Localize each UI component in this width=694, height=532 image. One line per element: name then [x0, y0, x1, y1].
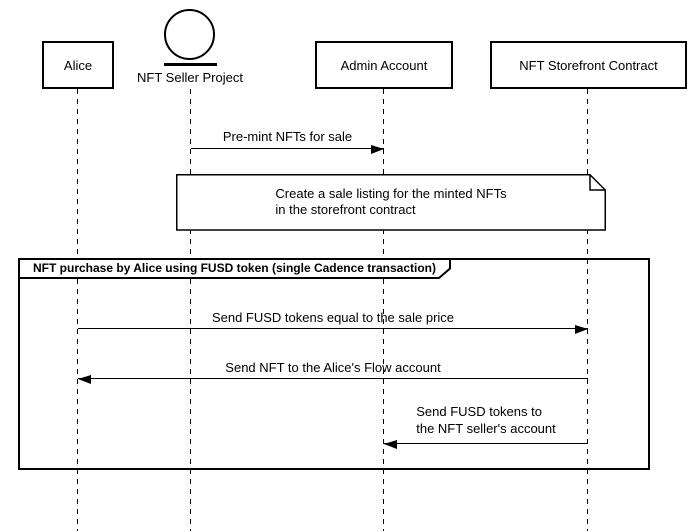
arrowhead-right-icon — [575, 325, 588, 334]
message-label-send-fusd: Send FUSD tokens equal to the sale price — [211, 310, 455, 325]
message-arrow-pre-mint — [191, 145, 384, 154]
message-arrow-send-nft — [78, 375, 588, 384]
participant-alice: Alice — [42, 41, 114, 89]
message-label-pre-mint: Pre-mint NFTs for sale — [222, 129, 353, 144]
note-fold-icon — [589, 174, 606, 191]
participant-label: Admin Account — [340, 57, 428, 73]
arrowhead-left-icon — [78, 375, 91, 384]
message-arrow-send-fusd-seller — [384, 440, 588, 449]
arrowhead-right-icon — [371, 145, 384, 154]
fragment-title: NFT purchase by Alice using FUSD token (… — [33, 261, 436, 275]
participant-nft-storefront-contract: NFT Storefront Contract — [490, 41, 687, 89]
entity-actor-icon — [164, 9, 215, 60]
arrowhead-left-icon — [384, 440, 397, 449]
lifeline-nft-storefront-contract — [587, 89, 588, 531]
lifeline-nft-seller-project — [190, 89, 191, 531]
message-label-send-fusd-seller: Send FUSD tokens to the NFT seller's acc… — [384, 403, 588, 437]
note-line: Create a sale listing for the minted NFT… — [275, 186, 507, 201]
participant-label: NFT Seller Project — [137, 70, 243, 85]
message-label-send-nft: Send NFT to the Alice's Flow account — [225, 360, 441, 375]
note-line: in the storefront contract — [275, 202, 416, 217]
fragment-title-tab — [18, 258, 451, 279]
participant-label: NFT Storefront Contract — [519, 57, 658, 73]
message-line: Send FUSD tokens to — [416, 404, 542, 419]
message-arrow-send-fusd — [78, 325, 588, 334]
message-line: the NFT seller's account — [416, 421, 556, 436]
lifeline-alice — [77, 89, 78, 531]
participant-label: Alice — [63, 57, 93, 73]
lifeline-admin-account — [383, 89, 384, 531]
participant-admin-account: Admin Account — [315, 41, 453, 89]
note-text: Create a sale listing for the minted NFT… — [176, 186, 606, 218]
note-shape — [176, 174, 606, 231]
entity-underline — [164, 63, 217, 66]
